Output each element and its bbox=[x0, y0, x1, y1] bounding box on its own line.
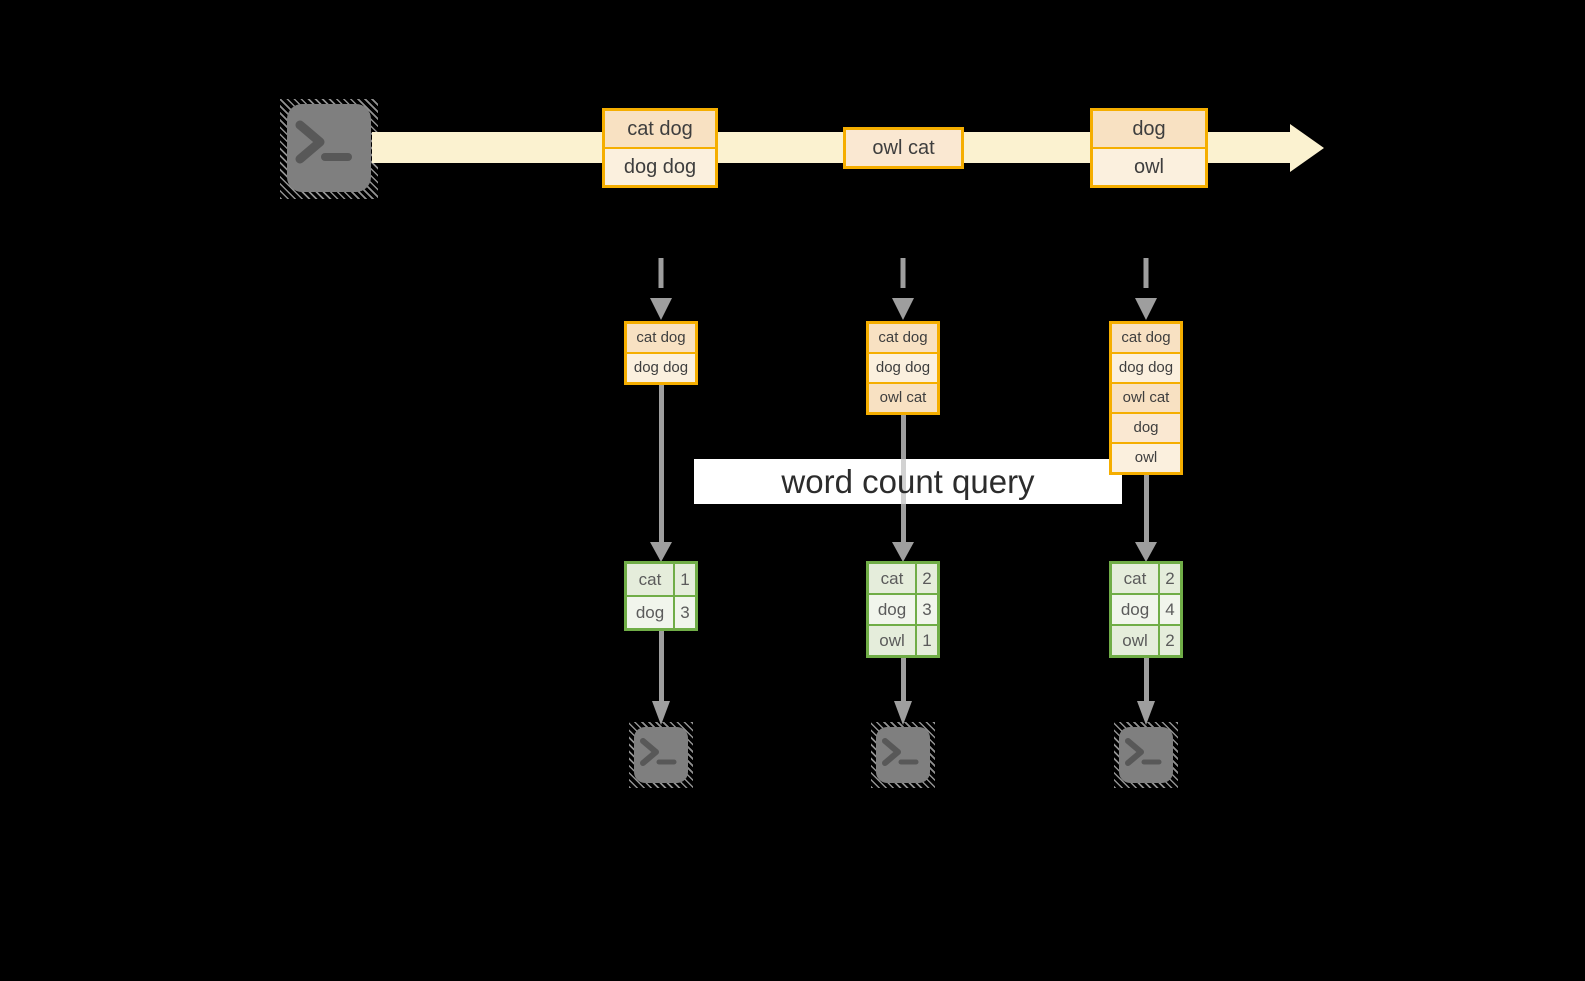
state-record: cat dog bbox=[869, 324, 937, 352]
query-banner-label: word count query bbox=[781, 463, 1035, 500]
stream-record: owl bbox=[1093, 147, 1205, 185]
ingest-arrow-dashed bbox=[892, 258, 914, 320]
state-box-3: cat dog dog dog owl cat dog owl bbox=[1109, 321, 1183, 475]
word-cell: owl bbox=[1122, 631, 1148, 650]
query-arrow-head bbox=[650, 542, 672, 562]
stream-arrow-head bbox=[1290, 124, 1324, 172]
stream-batch-3: dog owl bbox=[1090, 108, 1208, 188]
word-cell: dog bbox=[1120, 600, 1150, 619]
query-arrow-shaft bbox=[1144, 475, 1149, 542]
terminal-prompt-icon bbox=[295, 120, 352, 164]
output-arrow-head bbox=[652, 701, 670, 725]
output-arrow-shaft bbox=[901, 658, 906, 701]
output-arrow-head bbox=[1137, 701, 1155, 725]
query-arrow-shaft bbox=[659, 385, 664, 542]
output-arrow-shaft bbox=[1144, 658, 1149, 701]
state-record: cat dog bbox=[1112, 324, 1180, 352]
count-cell: 3 bbox=[915, 595, 937, 624]
stream-record: dog dog bbox=[605, 147, 715, 185]
state-record: cat dog bbox=[627, 324, 695, 352]
output-terminal-icon-1 bbox=[634, 727, 688, 783]
count-cell: 2 bbox=[1158, 626, 1180, 655]
count-cell: 2 bbox=[1158, 564, 1180, 593]
state-record: owl cat bbox=[869, 382, 937, 412]
word-cell: dog bbox=[877, 600, 907, 619]
stream-record: owl cat bbox=[846, 130, 961, 166]
state-box-1: cat dog dog dog bbox=[624, 321, 698, 385]
stream-record: dog bbox=[1093, 111, 1205, 147]
state-record: dog dog bbox=[869, 352, 937, 382]
query-arrow-through-banner bbox=[901, 459, 906, 504]
count-cell: 1 bbox=[915, 626, 937, 655]
word-count-table-3: cat 2 dog 4 owl 2 bbox=[1109, 561, 1183, 658]
terminal-prompt-icon bbox=[882, 738, 919, 766]
output-arrow-shaft bbox=[659, 631, 664, 701]
output-terminal-icon-2 bbox=[876, 727, 930, 783]
table-row: owl 1 bbox=[869, 624, 937, 655]
table-row: dog 4 bbox=[1112, 593, 1180, 624]
query-arrow-head bbox=[1135, 542, 1157, 562]
state-record: owl cat bbox=[1112, 382, 1180, 412]
word-cell: owl bbox=[879, 631, 905, 650]
state-record: dog dog bbox=[1112, 352, 1180, 382]
table-row: cat 2 bbox=[1112, 564, 1180, 593]
word-cell: dog bbox=[635, 603, 665, 622]
source-terminal-icon bbox=[287, 104, 371, 192]
count-cell: 1 bbox=[673, 564, 695, 595]
stream-batch-1: cat dog dog dog bbox=[602, 108, 718, 188]
output-terminal-icon-3 bbox=[1119, 727, 1173, 783]
word-count-table-2: cat 2 dog 3 owl 1 bbox=[866, 561, 940, 658]
ingest-arrow-dashed bbox=[650, 258, 672, 320]
terminal-prompt-icon bbox=[1125, 738, 1162, 766]
query-banner: word count query bbox=[694, 459, 1122, 504]
output-arrow-head bbox=[894, 701, 912, 725]
terminal-prompt-icon bbox=[640, 738, 677, 766]
word-cell: cat bbox=[880, 569, 904, 588]
count-cell: 2 bbox=[915, 564, 937, 593]
table-row: dog 3 bbox=[627, 595, 695, 628]
word-cell: cat bbox=[638, 570, 662, 589]
ingest-arrow-dashed bbox=[1135, 258, 1157, 320]
count-cell: 4 bbox=[1158, 595, 1180, 624]
state-record: dog bbox=[1112, 412, 1180, 442]
stream-batch-2: owl cat bbox=[843, 127, 964, 169]
state-box-2: cat dog dog dog owl cat bbox=[866, 321, 940, 415]
word-cell: cat bbox=[1123, 569, 1147, 588]
word-count-table-1: cat 1 dog 3 bbox=[624, 561, 698, 631]
state-record: owl bbox=[1112, 442, 1180, 472]
state-record: dog dog bbox=[627, 352, 695, 382]
table-row: dog 3 bbox=[869, 593, 937, 624]
table-row: owl 2 bbox=[1112, 624, 1180, 655]
stream-record: cat dog bbox=[605, 111, 715, 147]
table-row: cat 1 bbox=[627, 564, 695, 595]
count-cell: 3 bbox=[673, 597, 695, 628]
table-row: cat 2 bbox=[869, 564, 937, 593]
query-arrow-head bbox=[892, 542, 914, 562]
